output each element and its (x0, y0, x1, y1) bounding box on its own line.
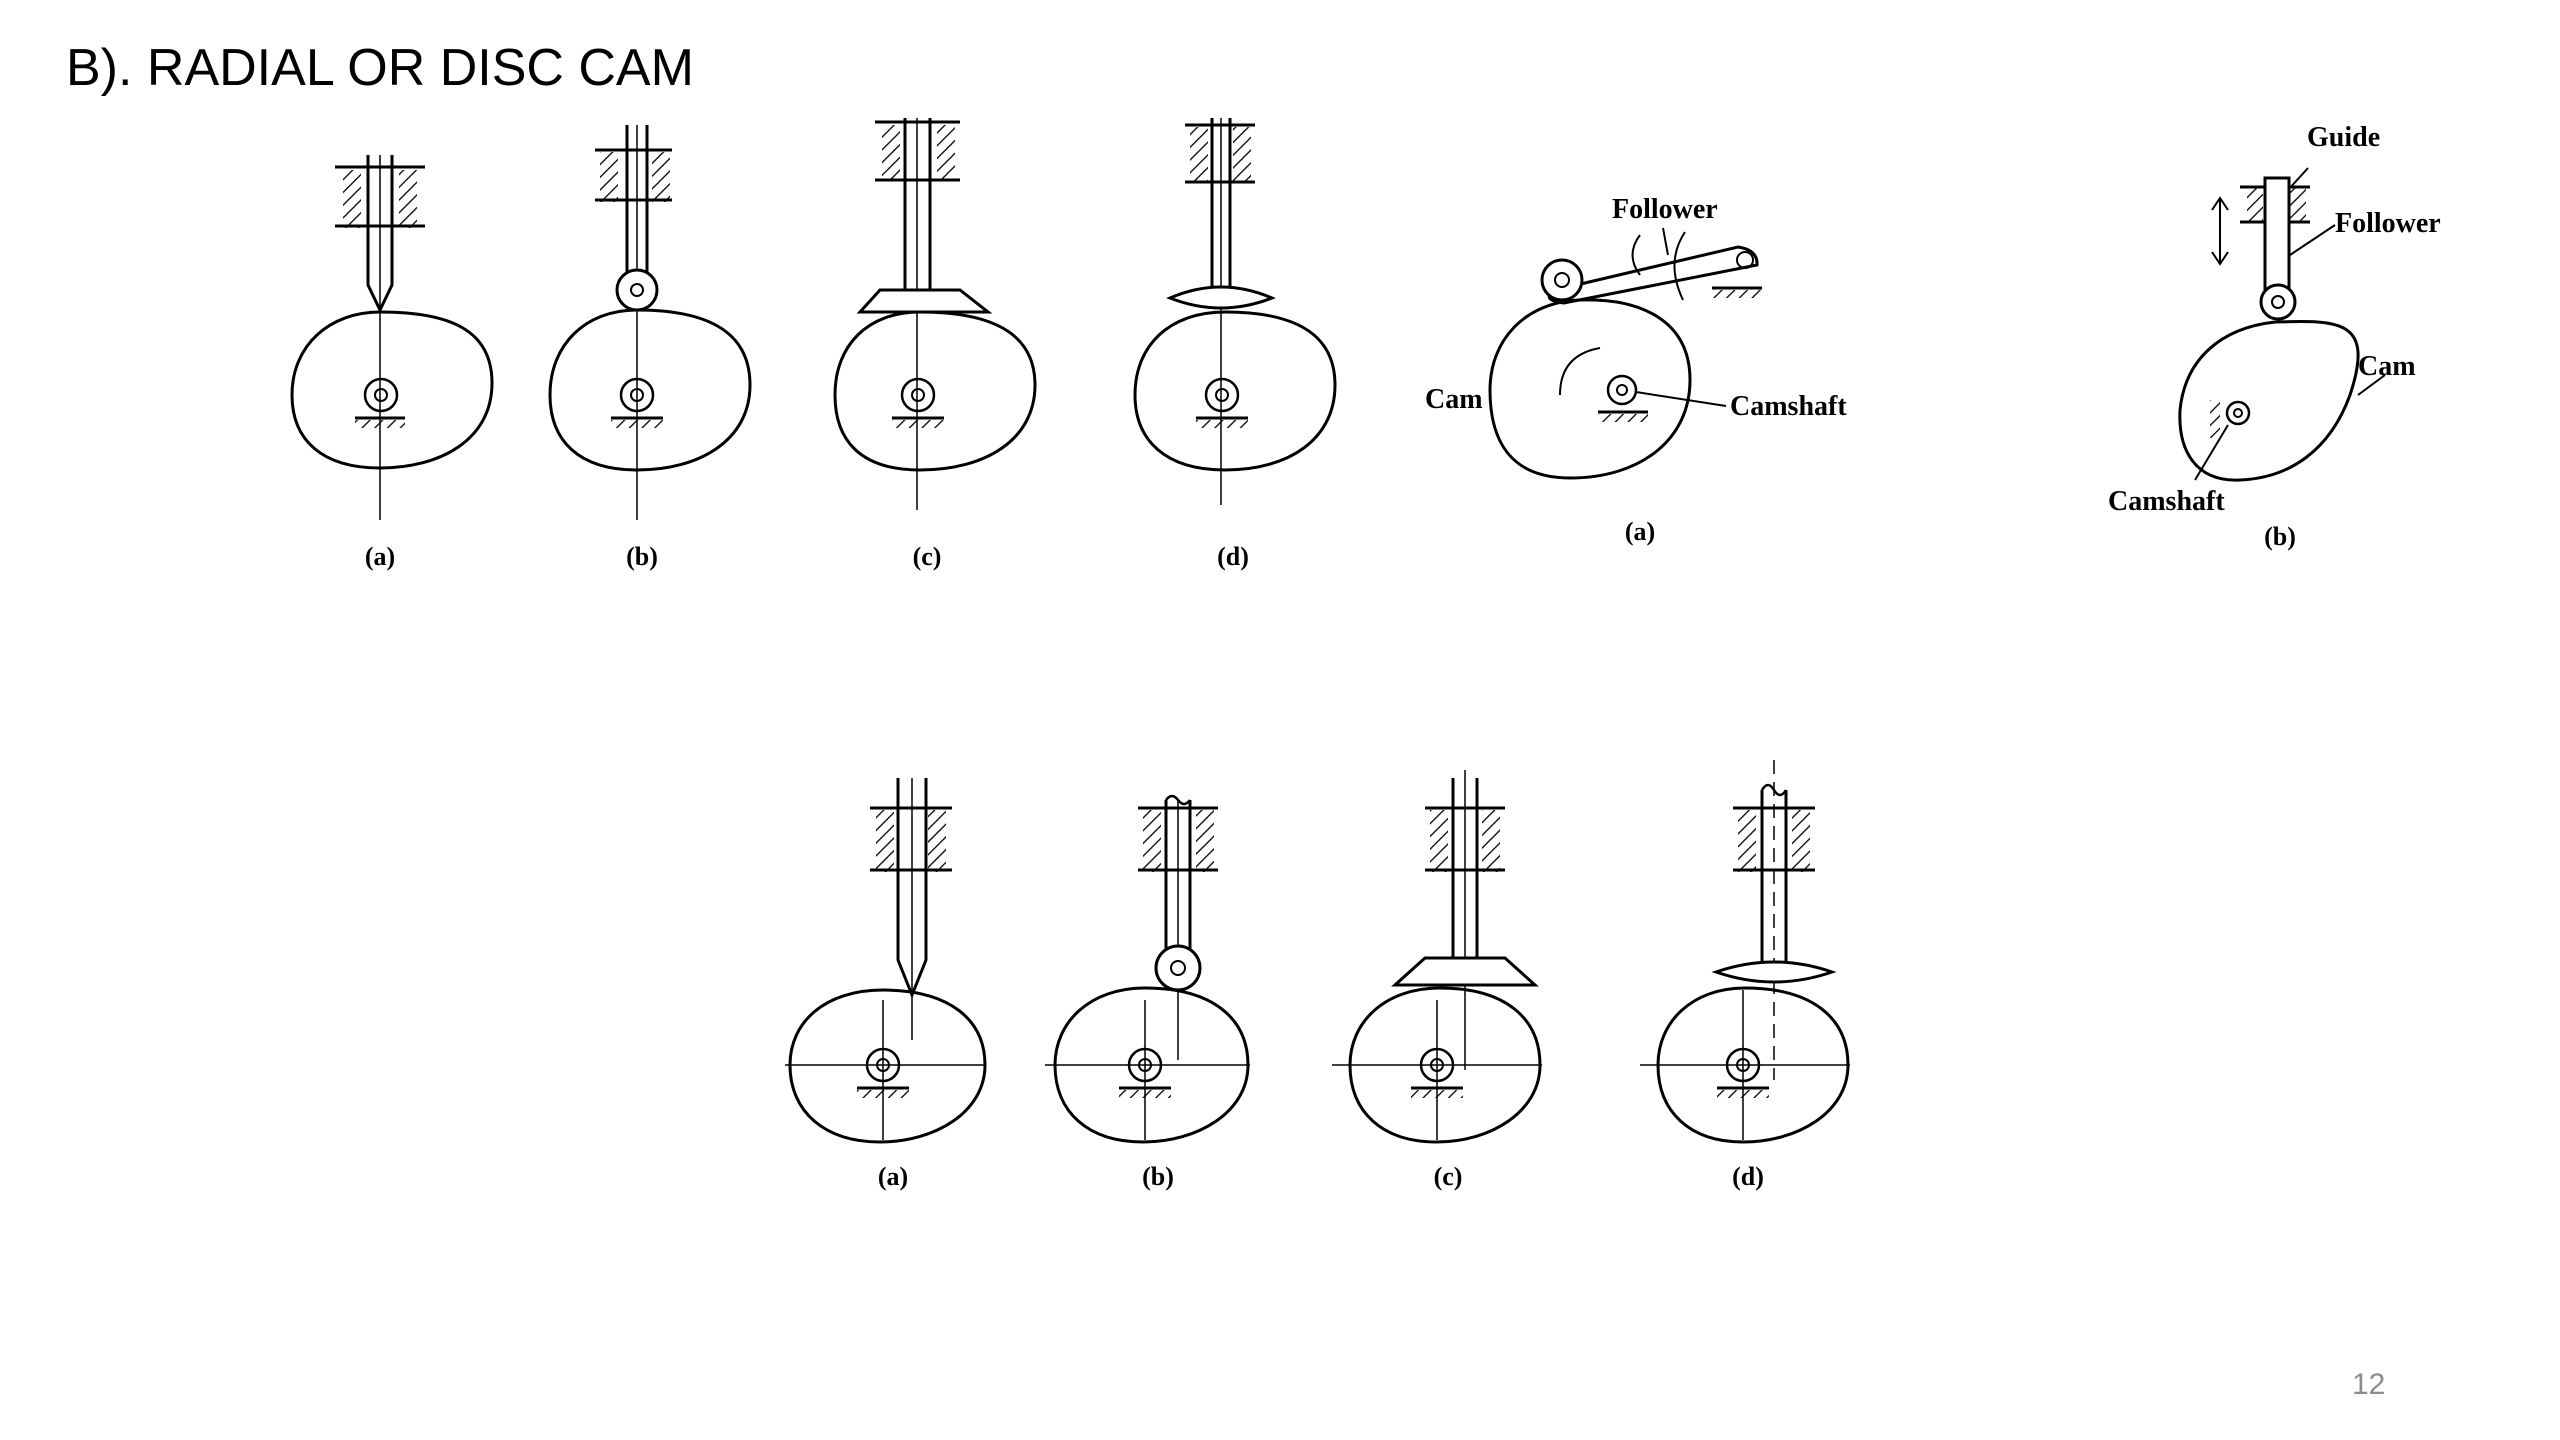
top-caption-b: (b) (626, 542, 658, 571)
label-cam: Cam (2358, 351, 2416, 382)
oscillating-caption: (a) (1625, 517, 1655, 546)
label-follower: Follower (2335, 208, 2441, 239)
top-knife-edge-cam (290, 155, 494, 520)
top-roller-cam (548, 125, 752, 520)
bottom-knife-edge-cam (785, 778, 987, 1144)
top-flat-face-cam (833, 118, 1037, 510)
label-guide: Guide (2307, 122, 2380, 153)
label-camshaft: Camshaft (1730, 391, 1847, 422)
bottom-flat-face-cam (1332, 770, 1542, 1144)
bottom-spherical-face-cam (1640, 760, 1850, 1144)
label-follower: Follower (1612, 194, 1718, 225)
bottom-caption-c: (c) (1434, 1162, 1463, 1191)
bottom-caption-b: (b) (1142, 1162, 1174, 1191)
page-number: 12 (2352, 1368, 2386, 1401)
label-camshaft: Camshaft (2108, 486, 2225, 517)
top-caption-c: (c) (913, 542, 942, 571)
top-spherical-face-cam (1133, 118, 1337, 505)
top-caption-d: (d) (1217, 542, 1249, 571)
slide-title: B). RADIAL OR DISC CAM (66, 39, 694, 97)
guided-roller-follower-cam: Guide Follower Cam Camshaft (b) (2108, 122, 2441, 551)
label-cam: Cam (1425, 384, 1483, 415)
guided-caption: (b) (2264, 522, 2296, 551)
top-caption-a: (a) (365, 542, 395, 571)
oscillating-follower-cam: Follower Cam Camshaft (a) (1425, 194, 1847, 546)
bottom-caption-d: (d) (1732, 1162, 1764, 1191)
bottom-caption-a: (a) (878, 1162, 908, 1191)
bottom-roller-cam (1045, 794, 1250, 1144)
